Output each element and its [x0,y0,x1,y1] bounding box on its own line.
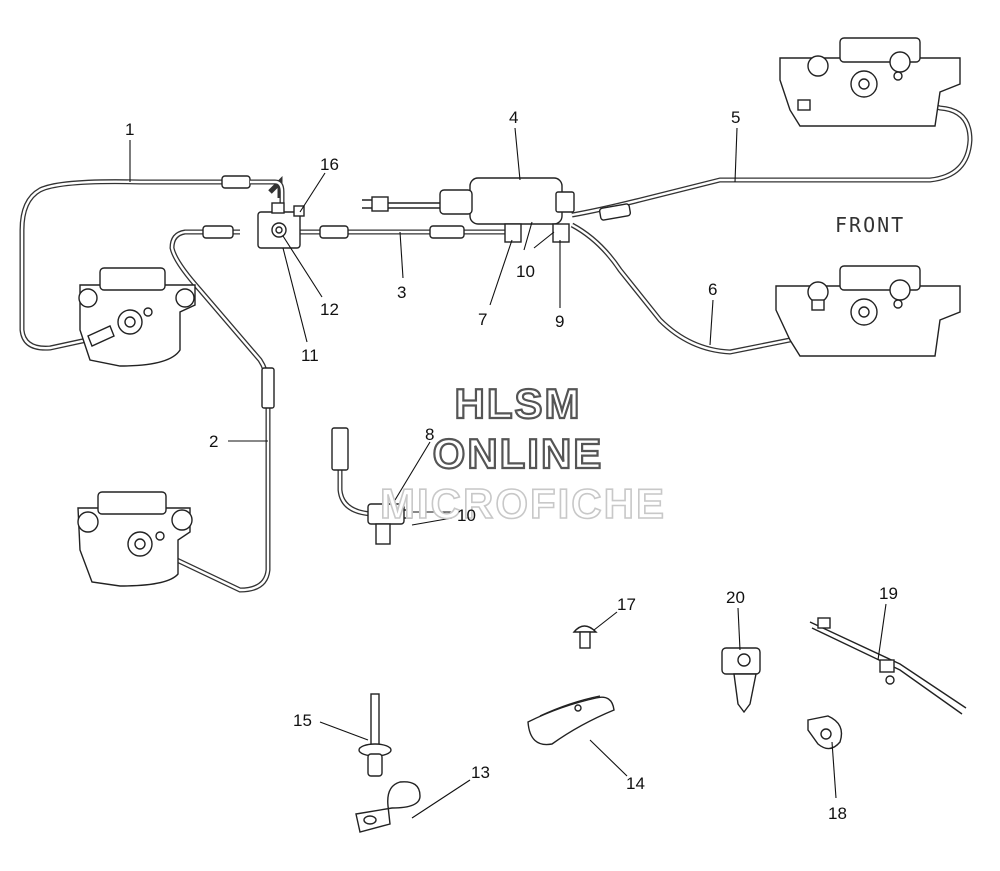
callout-20: 20 [726,588,745,607]
master-cylinder [362,177,575,243]
clip-20 [721,647,761,714]
callout-4: 4 [509,108,518,127]
caliper-rear-lower [77,491,193,587]
callout-10-upper: 10 [516,262,535,281]
callout-3: 3 [397,283,406,302]
callout-18: 18 [828,804,847,823]
callout-6: 6 [708,280,717,299]
brake-hose-1 [19,175,285,351]
p-clamp-18 [807,715,843,750]
watermark-line3: MICROFICHE [380,480,666,527]
cable-tie-19 [809,617,967,715]
callout-8: 8 [425,425,434,444]
callout-13: 13 [471,763,490,782]
callout-11: 11 [301,346,319,365]
callout-16: 16 [320,155,339,174]
screw-17 [572,625,598,649]
brake-hose-5 [571,93,973,221]
callout-15: 15 [293,711,312,730]
brake-hose-2 [158,225,275,593]
p-clamp-13 [355,781,421,833]
caliper-front-lower [775,265,961,357]
callout-17: 17 [617,595,636,614]
caliper-rear-upper [78,267,196,367]
callout-9: 9 [555,312,564,331]
callout-7: 7 [478,310,487,329]
brake-tee-block [257,202,305,249]
hose-guard-14 [527,695,615,746]
callout-10-lower: 10 [457,506,476,525]
watermark-line2: ONLINE [433,430,604,477]
banjo-fitting-detail [331,427,412,545]
caliper-front-upper [779,37,961,127]
watermark-line1: HLSM [455,380,582,427]
callout-14: 14 [626,774,645,793]
callout-19: 19 [879,584,898,603]
callout-2: 2 [209,432,218,451]
rivet-15 [358,693,392,777]
brake-hose-3 [300,225,505,239]
callout-5: 5 [731,108,740,127]
callout-1: 1 [125,120,134,139]
front-label: FRONT [835,213,905,237]
callout-leaders [129,127,887,819]
callout-12: 12 [320,300,339,319]
